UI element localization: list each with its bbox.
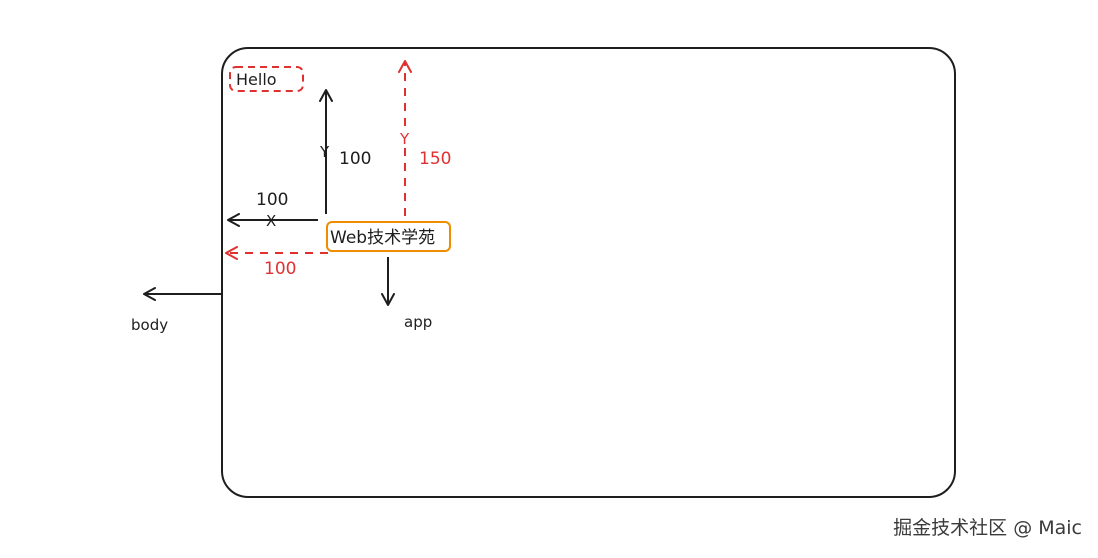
web-label: Web技术学苑 <box>330 228 435 248</box>
hello-box <box>229 66 304 92</box>
body-container <box>221 47 956 498</box>
web-box <box>326 221 451 252</box>
app-label: app <box>404 313 432 331</box>
watermark: 掘金技术社区 @ Maic <box>893 517 1082 539</box>
black-y-letter: Y <box>319 143 330 161</box>
red-y-gap <box>397 128 413 148</box>
black-x-value: 100 <box>256 190 288 210</box>
red-x-value: 100 <box>264 259 296 279</box>
black-x-letter: X <box>266 212 276 230</box>
black-y-value: 100 <box>339 149 371 169</box>
hello-label: Hello <box>236 70 277 89</box>
red-y-value: 150 <box>419 149 451 169</box>
red-y-letter: Y <box>399 130 410 148</box>
body-label: body <box>131 316 168 334</box>
